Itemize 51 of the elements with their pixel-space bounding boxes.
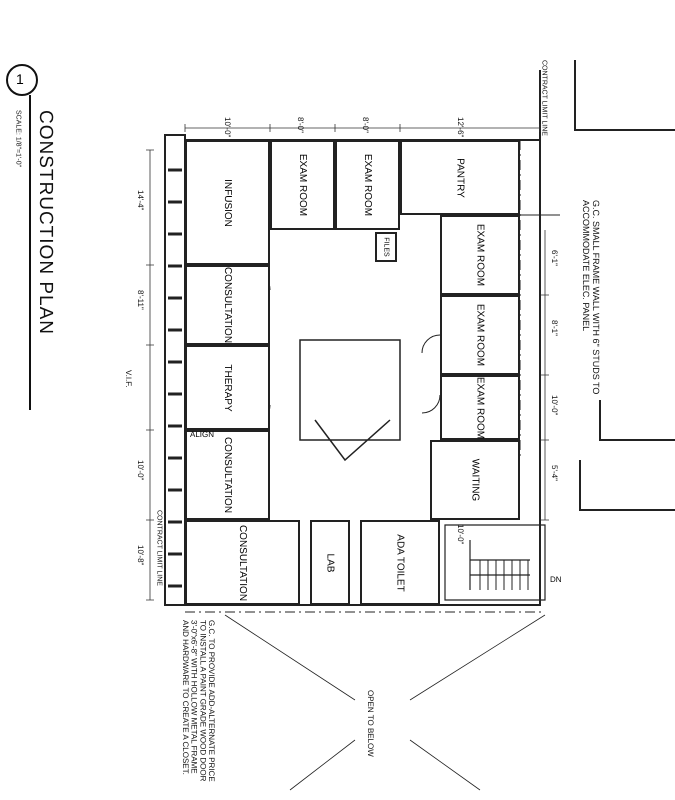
- dimension: 5'-4": [549, 465, 558, 481]
- dimension: 10'-8": [135, 545, 144, 566]
- dimension: 10'-0": [549, 395, 558, 416]
- dimension: 6'-1": [549, 250, 558, 266]
- dimension: 8'-1": [549, 320, 558, 336]
- dimension: 10'-0": [222, 117, 231, 138]
- room: [310, 520, 350, 605]
- room: [375, 232, 397, 262]
- room: [335, 140, 400, 230]
- leader-line: [520, 214, 560, 216]
- dimension: 10'-0": [135, 460, 144, 480]
- dimension: 14'-4": [135, 190, 144, 210]
- callout-text: ALIGN: [190, 430, 214, 439]
- room-name: EXAM ROOM: [474, 376, 486, 439]
- room: [185, 520, 300, 605]
- room: [360, 520, 440, 605]
- room-name: INFUSION: [222, 178, 233, 226]
- room-name: CONSULTATION: [222, 436, 233, 514]
- room: [430, 440, 520, 520]
- dimension: 8'-11": [135, 290, 144, 310]
- plan-title: CONSTRUCTION PLAN: [34, 110, 55, 335]
- dimension: 8'-0": [295, 117, 304, 133]
- room-name: EXAM ROOM: [474, 304, 486, 366]
- room-name: EXAM ROOM: [474, 224, 486, 286]
- note: G.C. SMALL FRAME WALL WITH 6" STUDS TO ACCOMMODATE ELEC. PANEL: [560, 200, 600, 430]
- dimension: 10'-0": [455, 524, 464, 544]
- note: G.C. TO PROVIDE ADD-ALTERNATE PRICE TO INSTALL A PAINT GRADE WOOD DOOR 3'-0"x6'-8" WITH HOLLOW METAL FRAME AND HARDWARE TO CREATE A CLOSET.: [180, 620, 216, 784]
- room-name: EXAM ROOM: [297, 154, 308, 216]
- room-name: PANTRY: [454, 158, 466, 198]
- room: [185, 430, 270, 520]
- view-number: 1: [16, 71, 24, 87]
- room-name: EXAM ROOM: [362, 154, 373, 216]
- dimension: 12'-6": [455, 117, 464, 138]
- room: [185, 265, 270, 345]
- stair-direction-label: DN: [550, 575, 562, 584]
- room: [400, 140, 520, 215]
- room: [440, 295, 520, 375]
- dimension: 8'-0": [360, 117, 369, 133]
- room: [440, 215, 520, 295]
- room: [185, 345, 270, 430]
- room: [270, 140, 335, 230]
- room-name: WAITING: [470, 458, 480, 502]
- note: OPEN TO BELOW: [365, 690, 374, 757]
- room-name: CONSULTATION: [222, 266, 233, 344]
- room-name: LAB: [324, 553, 336, 572]
- room-name: ADA TOILET: [394, 534, 406, 592]
- dimension: V.I.F.: [123, 370, 132, 388]
- room-name: THERAPY: [222, 364, 233, 412]
- room-name: CONSULTATION: [237, 524, 248, 601]
- room: [440, 375, 520, 440]
- room: [185, 140, 270, 265]
